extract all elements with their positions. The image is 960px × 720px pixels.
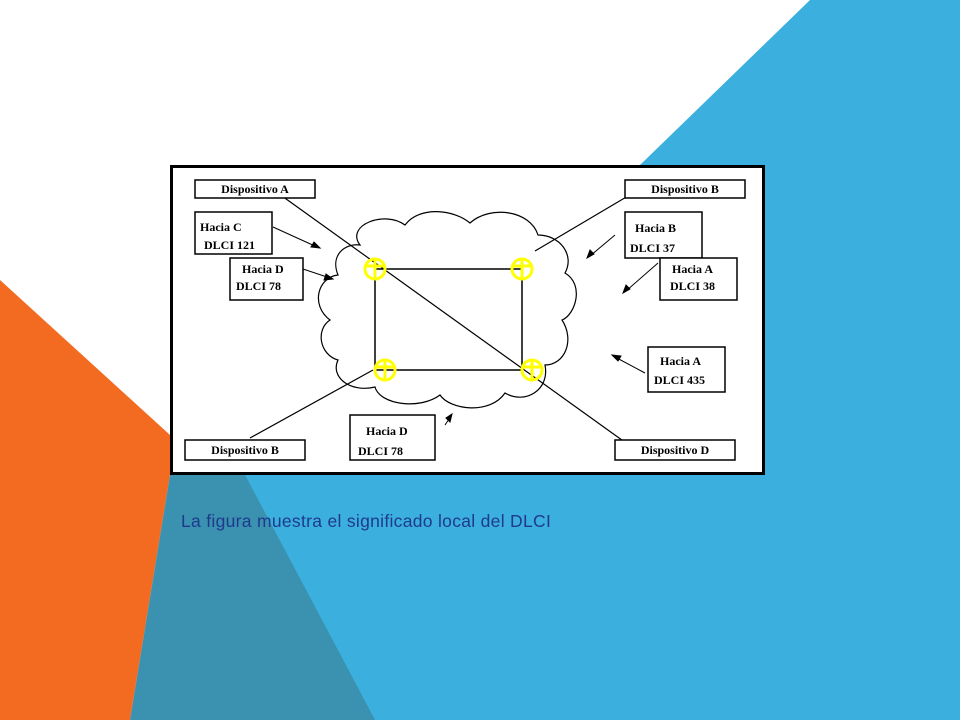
light-blue-triangle	[170, 0, 960, 720]
dlci-value: DLCI 121	[204, 238, 255, 252]
slide-caption: La figura muestra el significado local d…	[181, 511, 552, 531]
device-b-bottom-box: Dispositivo B	[184, 439, 306, 461]
frame-relay-switch-icon	[510, 257, 534, 281]
frame-relay-switch-icon	[373, 358, 397, 382]
dlci-box: Hacia A DLCI 38	[659, 257, 738, 301]
orange-triangle	[0, 280, 170, 720]
dlci-box: Hacia A DLCI 435	[647, 346, 726, 393]
device-b-top-label: Dispositivo B	[651, 182, 719, 196]
device-d-label: Dispositivo D	[641, 443, 710, 457]
dlci-direction: Hacia A	[660, 354, 701, 368]
dlci-direction: Hacia B	[635, 221, 676, 235]
dlci-box: Hacia B DLCI 37	[624, 211, 703, 259]
dlci-value: DLCI 78	[236, 279, 281, 293]
device-b-top-box: Dispositivo B	[624, 179, 746, 199]
device-a-label: Dispositivo A	[221, 182, 289, 196]
frame-relay-diagram: Dispositivo A Dispositivo B Dispositivo …	[170, 165, 765, 475]
connection-b-top	[534, 195, 629, 252]
dlci-direction: Hacia D	[366, 424, 408, 438]
connection-b-bottom	[249, 369, 374, 439]
dlci-value: DLCI 38	[670, 279, 715, 293]
dlci-value: DLCI 78	[358, 444, 403, 458]
dlci-value: DLCI 37	[630, 241, 675, 255]
dlci-box: Hacia C DLCI 121	[194, 211, 273, 255]
connection-a-to-d	[281, 195, 634, 449]
dlci-box: Hacia D DLCI 78	[349, 414, 436, 461]
dlci-direction: Hacia C	[200, 220, 242, 234]
device-d-box: Dispositivo D	[614, 439, 736, 461]
device-b-bottom-label: Dispositivo B	[211, 443, 279, 457]
device-a-box: Dispositivo A	[194, 179, 316, 199]
light-blue-triangle-overlap	[170, 475, 375, 720]
frame-relay-switch-icon	[363, 257, 387, 281]
arrow-icon	[272, 226, 659, 426]
dlci-value: DLCI 435	[654, 373, 705, 387]
dlci-box: Hacia D DLCI 78	[229, 257, 304, 301]
dlci-direction: Hacia D	[242, 262, 284, 276]
diagram-canvas: Dispositivo A Dispositivo B Dispositivo …	[170, 165, 765, 475]
dlci-direction: Hacia A	[672, 262, 713, 276]
frame-relay-switch-icon	[520, 358, 544, 382]
